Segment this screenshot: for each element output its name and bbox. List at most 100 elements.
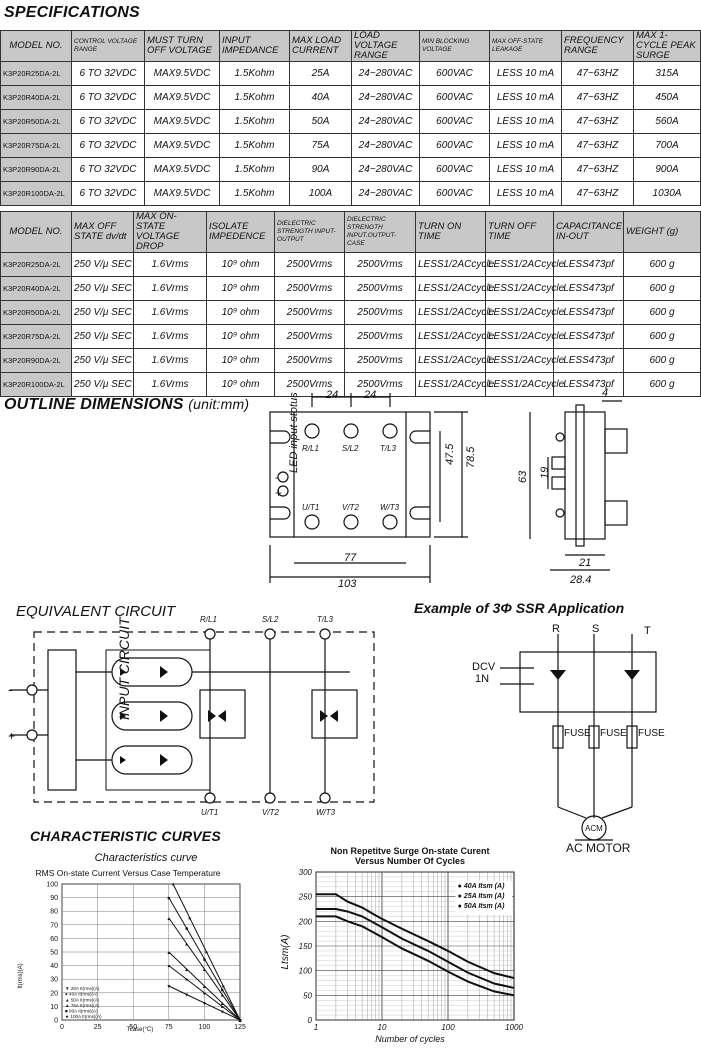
dim-side-63: 63 [517,470,529,483]
table-cell: 600VAC [419,109,490,134]
table-2-header-2: MAX ON-STATE VOLTAGE DROP [133,211,207,253]
table-cell: LESS473pf [553,348,624,373]
table-cell: MAX9.5VDC [144,85,220,110]
table-cell: LESS 10 mA [489,61,562,86]
dim-side-4: 4 [602,387,608,399]
table-2-header-4: DIELECTRIC STRENGTH INPUT-OUTPUT [274,211,345,253]
table-cell: 10⁹ ohm [206,276,275,301]
ssr-side-outline [564,411,606,540]
table-cell: LESS1/2ACcycle [485,324,564,349]
table-cell: 10⁹ ohm [206,324,275,349]
chart1-x-tick: 50 [129,1024,137,1031]
table-cell: 600VAC [419,85,490,110]
model-cell: K3P20R75DA-2L [0,133,72,158]
table-1-header-6: MIN BLOCKING VOLTAGE [419,30,490,62]
chart2-x-tick: 1 [314,1023,318,1032]
chart2-legend-entry: ● 50A Itsm (A) [458,903,505,910]
phase-s-label: S [592,623,599,635]
table-cell: LESS1/2ACcycle [415,372,494,397]
chart1-y-tick: 50 [50,950,58,957]
chart1-point-marker: ■ [167,896,170,902]
chart1-point-marker: ★ [171,882,176,888]
table-cell: 2500Vrms [274,372,345,397]
table-cell: LESS473pf [553,324,624,349]
chart2-legend-entry: ● 25A Itsm (A) [458,893,505,900]
table-cell: 1.5Kohm [219,157,290,182]
chart1-point-marker: ▲ [184,967,189,973]
table-cell: 2500Vrms [344,348,416,373]
table-cell: LESS1/2ACcycle [415,324,494,349]
table-cell: 250 V/μ SEC [71,276,134,301]
table-1-header-9: MAX 1-CYCLE PEAK SURGE [633,30,701,62]
chart1-point-marker: ▼ [220,1010,225,1016]
chart2-xlabel: Number of cycles [375,1034,445,1044]
table-cell: 24~280VAC [351,181,420,206]
table-cell: LESS1/2ACcycle [485,372,564,397]
dim-width-outer: 103 [338,578,357,590]
table-cell: 600VAC [419,133,490,158]
ac-motor-label: AC MOTOR [566,841,631,855]
surge-current-chart: Non Repetitve Surge On-state Curent Vers… [280,846,523,1044]
table-1-header-5: LOAD VOLTAGE RANGE [351,30,420,62]
eq-label-w-t3: W/T3 [316,808,336,817]
input-circuit-label: INPUT CIRCUIT [116,616,132,720]
equivalent-circuit-diagram: INPUT CIRCUIT - + R/L1 S/L2 T/L3 U/T1 V/… [8,615,375,817]
table-cell: 250 V/μ SEC [71,348,134,373]
chart2-y-tick: 100 [299,967,313,976]
chart2-legend-entry: ● 40A Itsm (A) [458,883,505,890]
table-cell: 47~63HZ [561,61,634,86]
table-cell: 2500Vrms [274,276,345,301]
table-cell: 250 V/μ SEC [71,252,134,277]
chart1-point-marker: ★ [221,984,226,990]
model-cell: K3P20R100DA-2L [0,372,72,397]
chart2-series-line [316,915,515,997]
table-cell: 10⁹ ohm [206,252,275,277]
table-cell: 6 TO 32VDC [71,61,145,86]
chart1-point-marker: ▲ [166,950,171,956]
chart1-point-marker: ▼ [202,1001,207,1007]
table-cell: 47~63HZ [561,181,634,206]
table-cell: 2500Vrms [274,252,345,277]
label-v-t2: V/T2 [342,503,359,512]
table-cell: 47~63HZ [561,109,634,134]
chart2-series-line [316,893,515,980]
chart1-point-marker: ● [167,964,170,970]
table-cell: 1.5Kohm [219,61,290,86]
chart1-y-tick: 60 [50,936,58,943]
table-cell: 24~280VAC [351,109,420,134]
chart1-x-tick: 75 [165,1024,173,1031]
motor-label: ACM [585,824,603,833]
table-1-header-0: MODEL NO. [0,30,72,62]
dim-side-284: 28.4 [569,574,591,586]
chart2-y-tick: 250 [298,893,313,902]
chart2-y-tick: 200 [298,917,313,926]
table-cell: LESS1/2ACcycle [415,276,494,301]
model-cell: K3P20R75DA-2L [0,324,72,349]
table-cell: 2500Vrms [344,372,416,397]
equivalent-circuit-title: EQUIVALENT CIRCUIT [16,603,176,620]
application-title: Example of 3Φ SSR Application [414,600,625,616]
outline-unit: (unit:mm) [188,396,250,412]
terminal-v-t2 [343,514,359,530]
table-cell: 10⁹ ohm [206,348,275,373]
table-cell: 1.6Vrms [133,276,207,301]
model-cell: K3P20R40DA-2L [0,276,72,301]
chart1-point-marker: ● [221,1004,224,1010]
table-cell: 600 g [623,372,701,397]
chart1-y-tick: 10 [50,1004,58,1011]
table-cell: MAX9.5VDC [144,109,220,134]
model-cell: K3P20R50DA-2L [0,109,72,134]
table-cell: MAX9.5VDC [144,157,220,182]
table-cell: 47~63HZ [561,85,634,110]
terminal-t-l3 [382,423,398,439]
chart2-title: Non Repetitve Surge On-state Curent [330,846,489,856]
label-t-l3: T/L3 [380,444,397,453]
